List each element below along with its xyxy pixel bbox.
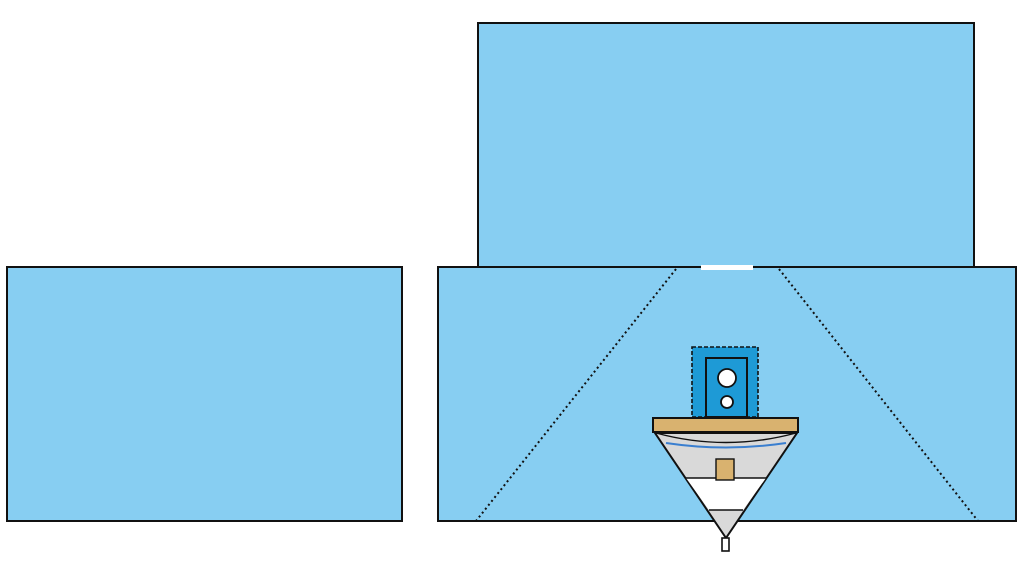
liquid-meniscus	[665, 442, 787, 449]
slot-opening	[701, 265, 753, 270]
top-panel	[477, 22, 975, 268]
lens-top-icon	[717, 368, 737, 388]
lens-bottom-icon	[720, 395, 734, 409]
cone-funnel-icon	[653, 432, 799, 552]
dotted-guide-line-left	[475, 268, 677, 522]
dotted-guide-line-right	[778, 268, 979, 522]
funnel-light-band	[686, 478, 766, 510]
funnel-rim-curve	[655, 432, 797, 444]
funnel-label-patch	[715, 458, 735, 481]
wooden-shelf	[652, 417, 799, 433]
left-panel	[6, 266, 403, 522]
sensor-box-icon	[691, 346, 759, 418]
funnel-nozzle	[721, 537, 730, 552]
